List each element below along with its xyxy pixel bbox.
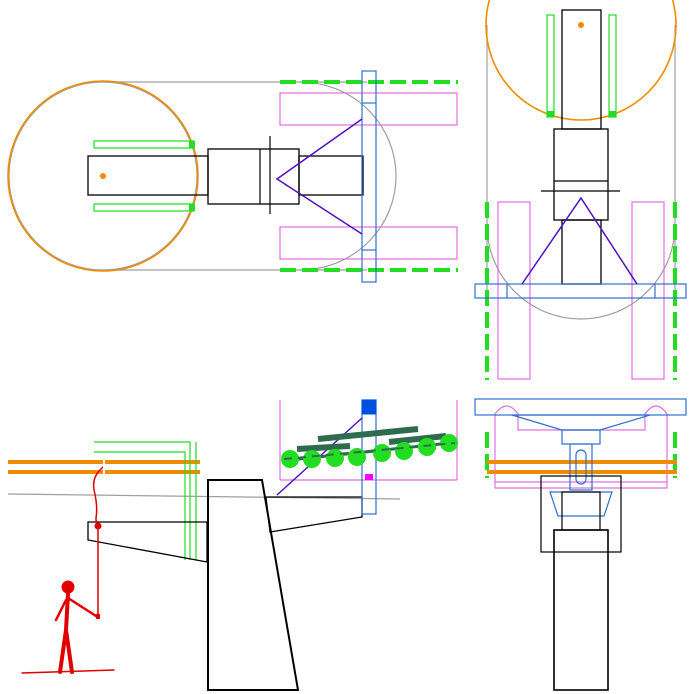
carriage-beam [87,155,209,196]
front-rail-right-end [609,111,616,117]
front-lower-blue-slot [575,449,587,485]
front-view-upper [474,0,687,380]
side-red-hanger [92,465,105,527]
front-rail-left-end [547,111,554,117]
side-green-frame [94,441,191,560]
sheave-train [281,434,458,468]
side-magenta-mark [365,474,373,480]
front-lower-black-head [540,475,622,553]
side-green-frame-inner [94,451,186,560]
front-platform-left [497,201,531,380]
front-platform-right [631,201,665,380]
sheave-wheel-icon [440,434,458,452]
front-lower-black-column [553,529,609,691]
front-lower-blue-hub [561,429,601,445]
front-blue-beam [474,283,687,299]
purple-frame-v [275,118,363,235]
front-view-lower [474,398,687,691]
sheave-axle-dashes [283,442,456,460]
front-column-lower [561,219,602,285]
sheave-wheel-icon [326,449,344,467]
guide-rail-upper [93,140,195,149]
person-leg-right [64,628,74,674]
sheave-wheel-icon [303,450,321,468]
side-view [7,399,458,691]
drive-loop-left-circle [8,81,198,271]
sheave-wheel-icon [373,444,391,462]
guide-rail-lower [93,203,195,212]
front-purple-frame [521,196,638,285]
side-red-handle [96,614,100,619]
platform-upper [279,92,458,126]
bullwheel-center-dot [100,173,106,179]
front-bullwheel-circle [485,0,677,121]
front-loop-arc [486,224,676,320]
side-blue-cap [361,399,377,415]
side-upper-arm [265,496,363,533]
front-motor-block [553,128,609,221]
side-bar-left [296,443,351,452]
platform-lower [279,226,458,260]
bullwheel-circle-icon [7,80,199,272]
person-torso [64,592,70,632]
carriage-shaft [298,155,364,196]
blue-beam-top-view [361,70,377,283]
front-lower-blue-bracket [511,414,651,431]
guide-rail-lower-end [189,204,195,211]
person-arm-left [54,598,68,622]
person-ski [21,669,115,674]
guide-rail-upper-end [189,141,195,148]
sheave-wheel-icon [418,438,436,456]
top-view [7,70,458,283]
side-tower [207,479,300,691]
sheave-wheel-icon [348,448,366,466]
front-lower-magenta-frame [494,405,668,489]
drive-loop-return-arc [299,81,397,271]
front-lower-blue-beam [474,398,687,416]
person-arm-right [66,596,98,618]
front-lower-blue-neck [569,443,593,491]
front-lower-black-inner [561,491,601,531]
front-bullwheel-center [578,22,584,28]
front-lower-blue-clamp [549,491,613,517]
side-bar-right [388,433,447,445]
front-rail-left [546,14,555,118]
carriage-motor-block [207,148,300,205]
side-hanger-arm [87,521,208,563]
person-figure-icon [21,580,115,674]
side-reference-line [7,493,401,500]
sheave-wheel-icon [395,442,413,460]
side-bar-top [317,426,419,442]
person-head [61,580,75,594]
front-rail-right [608,14,617,118]
